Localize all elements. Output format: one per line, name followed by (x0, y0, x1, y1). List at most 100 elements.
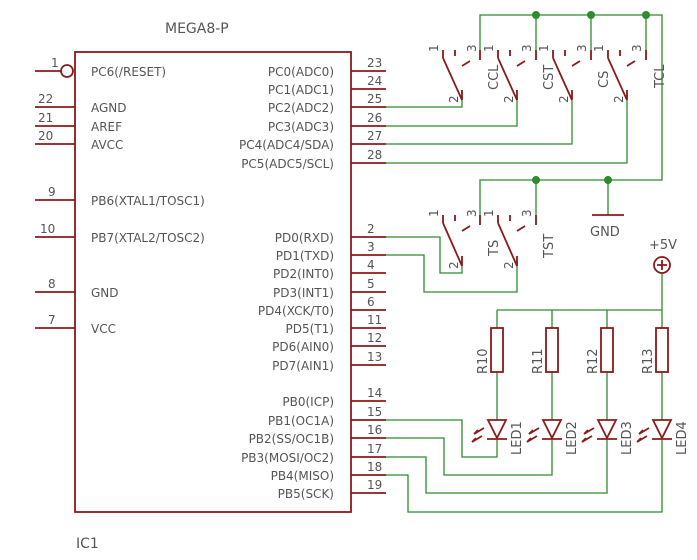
right-pin-number: 15 (367, 405, 382, 419)
right-pin-number: 19 (367, 478, 382, 492)
right-pin-name: PD7(AIN1) (272, 359, 334, 373)
led-label: LED3 (620, 421, 635, 455)
led-emission-arrows (526, 427, 540, 443)
left-pin-number: 21 (38, 111, 53, 125)
switch-body (497, 215, 537, 267)
right-pin-name: PB3(MOSI/OC2) (241, 451, 334, 465)
led-symbol (541, 419, 563, 441)
led-led2: LED2 (526, 419, 580, 455)
left-pin-number: 10 (40, 222, 55, 236)
led-label: LED2 (565, 421, 580, 455)
right-pin-number: 5 (367, 277, 375, 291)
ic-part-name: MEGA8-P (165, 21, 229, 37)
left-pin-name: PB7(XTAL2/TOSC2) (91, 231, 205, 245)
right-pin-number: 26 (367, 111, 382, 125)
vcc-symbol: +5V (649, 238, 677, 274)
switch-cs: 1 2 3 CS (592, 44, 647, 103)
right-pin-number: 11 (367, 313, 382, 327)
right-pin-number: 23 (367, 56, 382, 70)
left-pin-number: 9 (48, 185, 56, 199)
right-pin-name: PC3(ADC3) (268, 120, 334, 134)
gnd-symbol: GND (590, 214, 624, 240)
switch-cst: 1 2 3 CST (537, 44, 592, 103)
resistor-label: R13 (641, 348, 656, 374)
switch-pin-number: 3 (575, 44, 589, 52)
wires (386, 11, 663, 513)
switch-label: CST (542, 65, 557, 90)
right-pin-number: 24 (367, 74, 382, 88)
switch-pin-number: 3 (465, 44, 479, 52)
left-pin-name: GND (91, 286, 119, 300)
switch-pin-number: 3 (520, 44, 534, 52)
led-label: LED4 (675, 421, 690, 455)
switch-pin-number: 3 (465, 209, 479, 217)
right-pin-number: 14 (367, 386, 382, 400)
right-pin-name: PC2(ADC2) (268, 101, 334, 115)
junction-dot (604, 176, 612, 184)
junction-dot (532, 11, 540, 19)
switch-tst: 1 2 3 TST (482, 209, 557, 269)
left-pin-number: 20 (38, 129, 53, 143)
right-pin-number: 4 (367, 258, 375, 272)
right-pin-number: 13 (367, 350, 382, 364)
resistor-body (655, 327, 669, 373)
resistor-body (545, 327, 559, 373)
switch-pin-number: 2 (447, 95, 461, 103)
ic-body (74, 51, 352, 513)
wire-pd1-to-sw-tst (386, 254, 518, 293)
switch-body (497, 50, 537, 101)
switch-pin-number: 3 (520, 209, 534, 217)
gnd-label: GND (590, 225, 620, 240)
right-pin-number: 2 (367, 222, 375, 236)
junction-dot (587, 11, 595, 19)
resistor-label: R11 (531, 348, 546, 374)
switch-pin-number: 2 (612, 95, 626, 103)
right-pin-name: PD0(RXD) (275, 231, 334, 245)
ic1-mega8: MEGA8-P IC1 1 22 21 20 9 10 8 7 PC6(/RES… (35, 21, 386, 552)
switch-body (607, 50, 647, 101)
right-pin-name: PB1(OC1A) (268, 414, 334, 428)
left-pin-name: AVCC (91, 138, 123, 152)
switch-pin-number: 2 (502, 261, 516, 269)
right-pin-number: 12 (367, 331, 382, 345)
switch-ts: 1 2 3 TS (427, 209, 502, 269)
right-pin-name: PB4(MISO) (271, 469, 334, 483)
led-led1: LED1 (471, 419, 525, 455)
ic-reference: IC1 (76, 536, 99, 552)
vcc-plus (657, 260, 667, 270)
left-pin-name: PC6(/RESET) (91, 65, 166, 79)
wire-pc2-to-sw1 (386, 100, 463, 108)
right-pin-number: 6 (367, 295, 375, 309)
right-pin-name: PD3(INT1) (273, 286, 334, 300)
right-pin-name: PC0(ADC0) (268, 65, 334, 79)
led-symbol (651, 419, 673, 441)
led-symbol (596, 419, 618, 441)
right-pin-name: PD4(XCK/T0) (258, 304, 334, 318)
wire-pc4-to-cst (386, 100, 573, 145)
switch-pin-number: 2 (557, 95, 571, 103)
right-pin-name: PD2(INT0) (273, 267, 334, 281)
switch-body (552, 50, 592, 101)
switch-pin-number: 2 (502, 95, 516, 103)
left-pin-number: 22 (38, 92, 53, 106)
switch-body (442, 50, 481, 101)
resistor-r11: R11 (531, 327, 559, 374)
led-emission-arrows (581, 427, 595, 443)
led-emission-arrows (471, 427, 485, 443)
switch-pin-number: 1 (482, 209, 496, 217)
left-pin-number: 1 (51, 56, 59, 70)
right-pin-number: 16 (367, 423, 382, 437)
right-pin-number: 3 (367, 240, 375, 254)
switch-label: TS (487, 240, 502, 257)
wire-pc3-to-ccl (386, 100, 518, 127)
resistor-r13: R13 (641, 327, 669, 374)
resistor-r10: R10 (476, 327, 504, 374)
right-pin-number: 17 (367, 442, 382, 456)
right-pin-number: 25 (367, 92, 382, 106)
right-pin-name: PB2(SS/OC1B) (249, 432, 334, 446)
right-pin-name: PB5(SCK) (278, 487, 334, 501)
switch-ccl: 1 2 3 CCL (482, 44, 537, 103)
wire-pb3-led3 (386, 440, 608, 494)
right-pin-number: 27 (367, 129, 382, 143)
